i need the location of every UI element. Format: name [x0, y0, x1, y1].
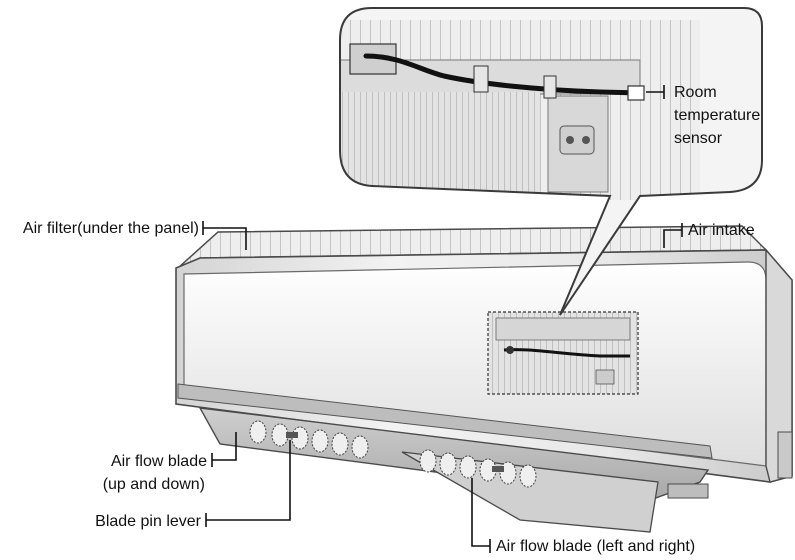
right-side-cap	[765, 248, 793, 483]
air-conditioner-unit	[175, 225, 793, 533]
side-bracket	[777, 431, 793, 479]
cable-clip-2	[543, 75, 557, 99]
sensor-area	[487, 311, 639, 395]
bottom-foot	[667, 483, 709, 499]
label-blade-pin-lever: Blade pin lever	[95, 513, 202, 530]
cable-clip-1	[473, 65, 489, 93]
label-air-intake: Air intake	[688, 222, 755, 239]
blade-cluster-right	[419, 449, 537, 488]
label-air-filter: Air filter(under the panel)	[23, 220, 199, 237]
panel-seam	[177, 383, 713, 459]
callout-outline	[339, 7, 763, 316]
sensor-cable	[363, 53, 643, 96]
sensor-area-connector	[506, 346, 514, 354]
blade-pin-lever-shape-2	[492, 466, 504, 472]
label-air-flow-blade-lr: Air flow blade (left and right)	[496, 538, 695, 555]
label-air-flow-blade-ud-2: (up and down)	[103, 476, 205, 493]
sensor-tip	[627, 85, 645, 101]
label-room-sensor-1: Room	[674, 84, 717, 101]
label-room-sensor-3: sensor	[674, 130, 723, 147]
label-room-sensor-2: temperature	[674, 107, 760, 124]
leader-lines	[202, 85, 683, 553]
label-air-flow-blade-ud-1: Air flow blade	[111, 453, 207, 470]
blade-pin-lever-shape	[286, 432, 298, 438]
